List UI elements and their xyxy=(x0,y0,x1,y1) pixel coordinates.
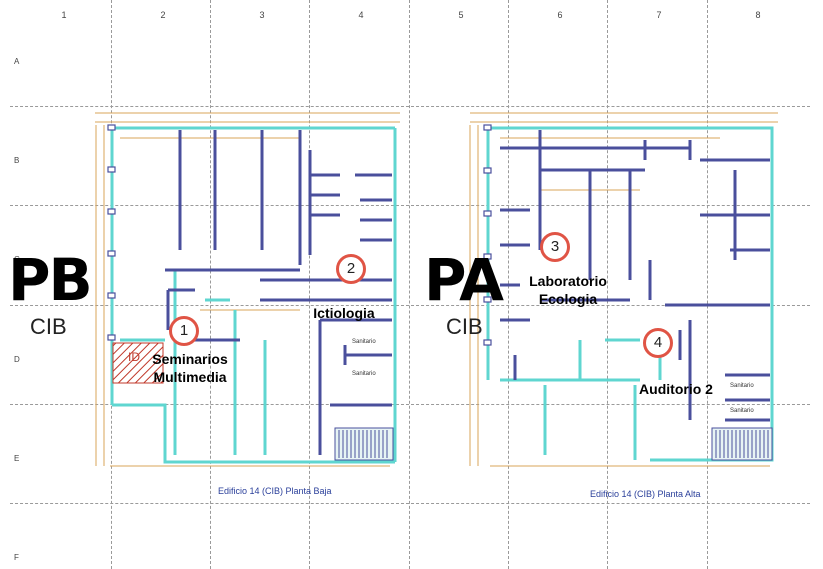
location-label-line: Seminarios xyxy=(152,351,228,367)
grid-line xyxy=(210,0,211,569)
location-label-line: Laboratorio xyxy=(529,273,607,289)
ground-floor-caption: Edificio 14 (CIB) Planta Baja xyxy=(218,486,332,496)
location-label-line: Multimedia xyxy=(153,369,227,385)
grid-line xyxy=(309,0,310,569)
location-label-line: Ictiologia xyxy=(313,305,375,321)
grid-col-6: 6 xyxy=(557,10,563,20)
restroom-label: Sanitario xyxy=(730,408,754,414)
grid-col-8: 8 xyxy=(755,10,761,20)
grid-row-b: B xyxy=(14,156,20,165)
location-label-2: Ictiologia xyxy=(298,304,390,322)
grid-col-4: 4 xyxy=(358,10,364,20)
grid-line xyxy=(10,106,810,107)
location-marker-4[interactable]: 4 xyxy=(643,328,673,358)
grid-line xyxy=(707,0,708,569)
grid-col-7: 7 xyxy=(656,10,662,20)
grid-row-d: D xyxy=(14,355,20,364)
ground-floor-plan xyxy=(95,112,400,467)
location-label-line: Auditorio 2 xyxy=(639,381,713,397)
location-marker-3[interactable]: 3 xyxy=(540,232,570,262)
grid-row-f: F xyxy=(14,553,19,562)
upper-floor-caption: Edificio 14 (CIB) Planta Alta xyxy=(590,489,701,499)
zone-label: ID xyxy=(128,350,140,364)
grid-row-c: C xyxy=(14,255,20,264)
restroom-label: Sanitario xyxy=(730,383,754,389)
location-marker-1[interactable]: 1 xyxy=(169,316,199,346)
grid-line xyxy=(10,503,810,504)
grid-row-a: A xyxy=(14,57,20,66)
grid-row-e: E xyxy=(14,454,20,463)
upper-floor-plan xyxy=(469,112,778,467)
location-label-4: Auditorio 2 xyxy=(626,380,726,398)
location-label-3: Laboratorio Ecologia xyxy=(520,272,616,308)
upper-floor-code: PA xyxy=(424,246,504,314)
grid-col-3: 3 xyxy=(259,10,265,20)
restroom-label: Sanitario xyxy=(352,339,376,345)
location-marker-2[interactable]: 2 xyxy=(336,254,366,284)
grid-line xyxy=(607,0,608,569)
grid-col-2: 2 xyxy=(160,10,166,20)
location-label-1: Seminarios Multimedia xyxy=(140,350,240,386)
grid-col-1: 1 xyxy=(61,10,67,20)
location-label-line: Ecologia xyxy=(538,291,598,307)
grid-line xyxy=(409,0,410,569)
upper-floor-building: CIB xyxy=(446,314,483,339)
grid-col-5: 5 xyxy=(458,10,464,20)
grid-line xyxy=(10,205,810,206)
grid-line xyxy=(10,305,810,306)
grid-line xyxy=(10,404,810,405)
ground-floor-building: CIB xyxy=(30,314,67,339)
restroom-label: Sanitario xyxy=(352,371,376,377)
ground-floor-code: PB xyxy=(8,246,93,314)
